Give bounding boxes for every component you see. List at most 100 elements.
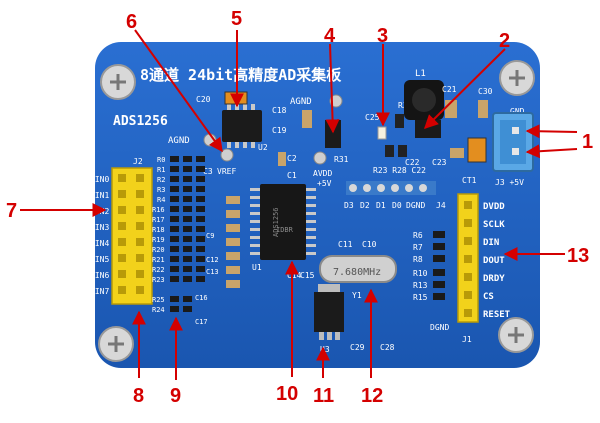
header-j1-labels: DVDD SCLK DIN DOUT DRDY CS RESET xyxy=(483,202,511,320)
callout-arrow-6 xyxy=(134,29,223,153)
header-j2-pins xyxy=(118,174,144,294)
resistor-r30 xyxy=(395,114,404,128)
label-c9: C9 xyxy=(206,232,214,240)
svg-text:D2: D2 xyxy=(360,201,370,210)
callout-number-11: 11 xyxy=(313,385,334,407)
label-c10: C10 xyxy=(362,240,377,249)
smd-array-left xyxy=(170,156,205,312)
chip-u2 xyxy=(222,110,262,142)
svg-text:R25: R25 xyxy=(152,296,165,304)
capacitor-c2 xyxy=(278,152,286,166)
svg-text:R16: R16 xyxy=(152,206,165,214)
label-gnd: GND xyxy=(510,107,525,116)
label-c2: C2 xyxy=(287,154,297,163)
svg-text:AIN3: AIN3 xyxy=(90,223,109,232)
svg-text:R15: R15 xyxy=(413,293,428,302)
capacitor-c23 xyxy=(450,148,464,158)
connector-j3-body xyxy=(500,120,526,164)
svg-text:R18: R18 xyxy=(152,226,165,234)
svg-text:DVDD: DVDD xyxy=(483,202,505,212)
label-c11: C11 xyxy=(338,240,353,249)
svg-text:CS: CS xyxy=(483,292,494,302)
svg-text:R21: R21 xyxy=(152,256,165,264)
label-y1: Y1 xyxy=(352,291,362,300)
resistor-array-left-labels: R0 R1 R2 R3 R4 R16 R17 R18 R19 R20 R21 R… xyxy=(152,156,165,314)
svg-text:R10: R10 xyxy=(413,269,428,278)
chip-u3-leg2 xyxy=(327,332,332,340)
svg-text:R19: R19 xyxy=(152,236,165,244)
chip-u3 xyxy=(314,292,344,332)
svg-text:R4: R4 xyxy=(157,196,165,204)
callout-number-13: 13 xyxy=(567,245,589,267)
svg-text:DIN: DIN xyxy=(483,238,499,248)
board-title: 8通道 24bit高精度AD采集板 xyxy=(140,66,342,84)
svg-text:RESET: RESET xyxy=(483,310,511,320)
label-r23-r28: R23 R28 C22 xyxy=(373,166,426,175)
resistor-array-right-labels: R6 R7 R8 R10 R13 R15 xyxy=(413,231,428,302)
smd-caps-mid xyxy=(226,196,240,288)
label-c30: C30 xyxy=(478,87,493,96)
smd-array-right xyxy=(433,231,445,300)
callout-number-1: 1 xyxy=(582,131,593,153)
label-c3: C3 xyxy=(203,167,213,176)
callout-number-2: 2 xyxy=(499,30,510,52)
label-j1: J1 xyxy=(462,335,472,344)
svg-text:AIN0: AIN0 xyxy=(90,175,109,184)
header-j1-pins xyxy=(464,201,472,317)
crystal-y1 xyxy=(319,255,397,283)
callout-arrow-2 xyxy=(424,48,506,129)
chip-u1-pins xyxy=(250,188,316,255)
chip-u3-tab xyxy=(318,284,340,292)
label-c19: C19 xyxy=(272,126,287,135)
svg-text:R3: R3 xyxy=(157,186,165,194)
label-j2: J2 xyxy=(133,157,143,166)
label-c21: C21 xyxy=(442,85,457,94)
svg-text:D1: D1 xyxy=(376,201,386,210)
connector-j3-pin1 xyxy=(512,127,519,134)
label-plus5v-small: +5V xyxy=(317,179,332,188)
svg-text:R1: R1 xyxy=(157,166,165,174)
label-c16: C16 xyxy=(195,294,208,302)
svg-text:AIN4: AIN4 xyxy=(90,239,109,248)
chip-u3-leg1 xyxy=(319,332,324,340)
callout-number-8: 8 xyxy=(133,385,144,407)
header-j2 xyxy=(111,167,153,305)
label-avdd: AVDD xyxy=(313,169,332,178)
callout-arrow-1b xyxy=(525,144,578,159)
svg-text:R6: R6 xyxy=(413,231,423,240)
label-dgnd: DGND xyxy=(430,323,449,332)
svg-text:R0: R0 xyxy=(157,156,165,164)
led-power xyxy=(377,126,387,140)
label-c17: C17 xyxy=(195,318,208,326)
callout-number-3: 3 xyxy=(377,25,388,47)
svg-text:SCLK: SCLK xyxy=(483,220,505,230)
header-j4-pads xyxy=(346,181,436,195)
svg-text:R2: R2 xyxy=(157,176,165,184)
callout-number-5: 5 xyxy=(231,8,242,30)
svg-text:R8: R8 xyxy=(413,255,423,264)
chip-u3-leg3 xyxy=(335,332,340,340)
svg-text:AIN7: AIN7 xyxy=(90,287,109,296)
mounting-hole-br xyxy=(498,317,534,353)
label-c14: C14 xyxy=(287,271,302,280)
callout-number-10: 10 xyxy=(276,383,298,405)
svg-text:R7: R7 xyxy=(413,243,423,252)
header-j4-labels: D3 D2 D1 D0 DGND J4 xyxy=(344,201,446,210)
svg-text:DOUT: DOUT xyxy=(483,256,505,266)
testpoint-vref xyxy=(220,148,234,162)
svg-text:J4: J4 xyxy=(436,201,446,210)
label-vref: VREF xyxy=(217,167,236,176)
label-c22: C22 xyxy=(405,158,420,167)
inductor-l1-core xyxy=(412,88,436,112)
label-u1: U1 xyxy=(252,263,262,272)
label-u3: U3 xyxy=(320,345,330,354)
svg-text:R17: R17 xyxy=(152,216,165,224)
svg-text:R20: R20 xyxy=(152,246,165,254)
chip-u1 xyxy=(260,184,306,260)
testpoint-avdd xyxy=(313,151,327,165)
svg-text:R13: R13 xyxy=(413,281,428,290)
label-c15: C15 xyxy=(300,271,315,280)
svg-text:AIN6: AIN6 xyxy=(90,271,109,280)
capacitor-c30 xyxy=(478,100,488,118)
